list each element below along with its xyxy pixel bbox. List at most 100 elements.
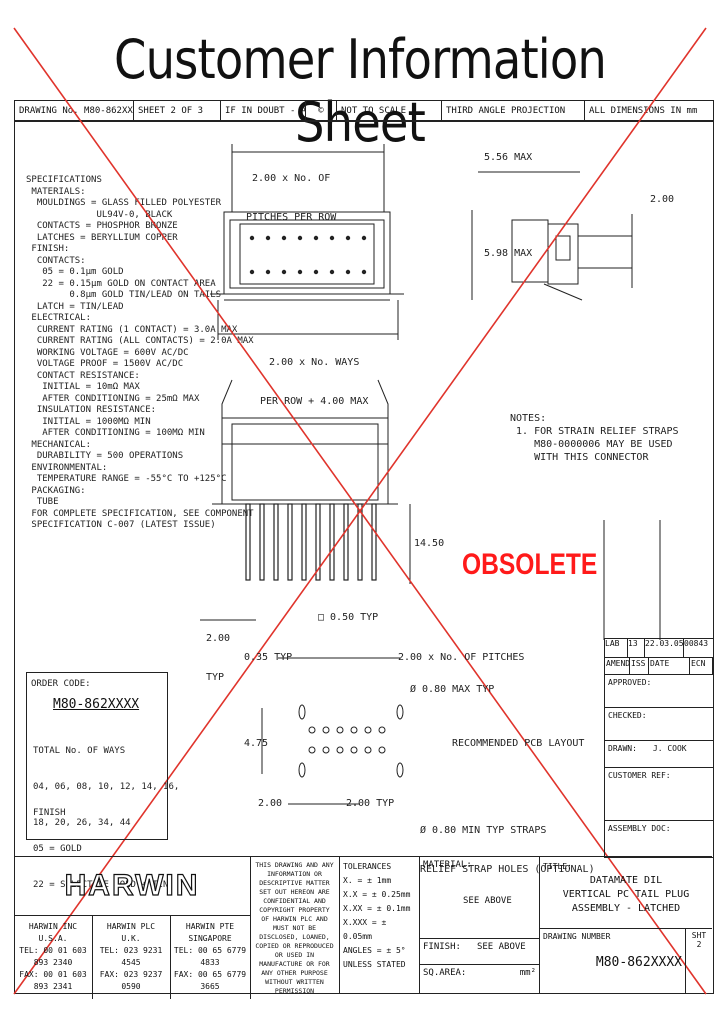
office-sg-fax: FAX: 00 65 6779 3665 [173,970,247,991]
spec-line: 05 = 0.1μm GOLD [26,267,124,277]
tolerances-label: TOLERANCES [343,862,392,871]
revision-col-header: ECN [690,658,713,674]
sq-area-label: SQ.AREA: [423,968,467,978]
spec-line: VOLTAGE PROOF = 1500V AC/DC [26,359,184,369]
specification-list: SPECIFICATIONS MATERIALS: MOULDINGS = GL… [26,152,254,543]
dim-typ-label: TYP [206,672,225,683]
ways-line1: 04, 06, 08, 10, 12, 14, 16, [33,782,180,792]
finish-05: 05 = GOLD [33,844,82,854]
contact-dot [345,235,351,241]
strap-holes-line2: RELIEF STRAP HOLES (OPTIONAL) [420,864,595,875]
pcb-hole [322,746,330,754]
pcb-hole [336,726,344,734]
contact-dot [265,269,271,275]
material-cell: MATERIAL: SEE ABOVE [420,857,540,939]
dim-width-bottom-line1: 2.00 x No. WAYS [269,357,360,368]
dim-475: 4.75 [244,738,269,749]
title-label: TITLE: [543,862,572,871]
dim-200-left: 2.00 [258,798,283,809]
sheet-label: SHEET 2 OF 3 [134,101,221,121]
tolerance-4: X.XXX = ± 0.05mm [343,918,387,941]
ways-block: TOTAL No. OF WAYS 04, 06, 08, 10, 12, 14… [33,721,179,853]
dim-200-typ: 2.00 TYP [206,606,230,697]
order-code-label: ORDER CODE: [31,679,91,689]
dim-556-max: 5.56 MAX [484,152,533,163]
side-view [511,219,632,301]
finish-cell-value: SEE ABOVE [476,942,526,952]
projection-label: THIRD ANGLE PROJECTION [442,101,585,121]
finish-cell-label: FINISH: [423,942,461,952]
disclaimer: THIS DRAWING AND ANY INFORMATION OR DESC… [250,857,340,995]
dim-080-max: Ø 0.80 MAX TYP [410,684,495,695]
spec-line: SPECIFICATIONS [26,175,102,185]
dim-pitches-top-line2: PITCHES PER ROW [246,212,337,223]
dim-pitches-pcb: 2.00 x No. OF PITCHES [398,652,525,663]
contact-dot [345,269,351,275]
strap-hole [298,704,306,720]
brand-cell: HARWIN [14,857,251,916]
spec-line: UL94V-0, BLACK [26,209,173,220]
dim-200-right: 2.00 TYP [346,798,395,809]
finish-label: FINISH [33,808,66,818]
tolerance-3: X.XX = ± 0.1mm [343,904,411,913]
spec-line: LATCHES = BERYLLIUM COPPER [26,232,178,243]
header-strip: DRAWING No. M80-862XXXX SHEET 2 OF 3 IF … [14,100,714,122]
office-usa-country: U.S.A. [38,934,68,943]
revision-col-header: DATE [649,658,690,674]
order-code-box: ORDER CODE: M80-862XXXX TOTAL No. OF WAY… [26,672,179,890]
dim-width-bottom: 2.00 x No. WAYS PER ROW + 4.00 MAX [260,330,368,421]
spec-line: AFTER CONDITIONING = 100MΩ MIN [26,428,205,438]
title-block: HARWIN HARWIN INC U.S.A. TEL: 00 01 603 … [14,856,712,999]
tolerance-1: X. = ± 1mm [343,876,392,885]
approved-label: APPROVED: [605,675,713,708]
drawn-by: J. COOK [652,744,687,753]
drawing-frame [14,120,714,994]
title-cell: TITLE: DATAMATE DIL VERTICAL PC TAIL PLU… [540,857,712,929]
revision-date: 22.03.05 [645,639,684,657]
dim-035-typ: 0.35 TYP [244,652,293,663]
spec-line: SPECIFICATION C-007 (LATEST ISSUE) [26,520,216,530]
ways-label: TOTAL No. OF WAYS [33,746,126,756]
tolerances: TOLERANCES X. = ± 1mm X.X = ± 0.25mm X.X… [340,857,420,993]
spec-line: DURABILITY = 500 OPERATIONS [26,451,184,461]
revision-ecn: 00843 [684,639,709,648]
tolerance-2: X.X = ± 0.25mm [343,890,411,899]
spec-line: WORKING VOLTAGE = 600V AC/DC [26,347,189,358]
pin-tail [245,503,251,581]
spec-line: MATERIALS: [26,186,86,197]
tolerance-angles: ANGLES = ± 5° [343,946,406,955]
ways-line2: 18, 20, 26, 34, 44 [33,818,131,828]
spec-line: MECHANICAL: [26,439,92,450]
spec-line: CONTACT RESISTANCE: [26,370,140,381]
pin-tail [357,503,363,581]
office-usa-tel: TEL: 00 01 603 893 2340 [19,946,87,967]
revision-col-header: ISS [630,658,649,674]
dim-1450: 14.50 [414,538,445,549]
pcb-hole [378,726,386,734]
finish-22: 22 = SELECTIVE GOLD + TIN [33,880,169,890]
revision-row: LAB 13 22.03.05 00843 [605,639,713,658]
spec-line: 0.8μm GOLD TIN/LEAD ON TAILS [26,290,222,300]
strap-hole [396,762,404,778]
office-uk: HARWIN PLC U.K. TEL: 023 9231 4545 FAX: … [92,915,171,999]
title-line2: VERTICAL PC TAIL PLUG [562,889,690,900]
strap-hole [298,762,306,778]
material-value: SEE ABOVE [463,896,512,906]
if-in-doubt-label: IF IN DOUBT - ASK [221,101,306,121]
office-uk-fax: FAX: 023 9237 0590 [99,970,163,991]
pin-tail [343,503,349,581]
contact-dot [313,269,319,275]
office-uk-country: U.K. [121,934,141,943]
pin-tail [301,503,307,581]
office-sg-name: HARWIN PTE [185,922,235,931]
dim-pitches-top: 2.00 x No. OF PITCHES PER ROW [246,146,336,237]
sheet-cell-label: SHT [691,931,707,940]
notes: NOTES: 1. FOR STRAIN RELIEF STRAPS M80-0… [510,413,679,463]
pcb-hole [364,746,372,754]
pin-tail [273,503,279,581]
title-line3: ASSEMBLY - LATCHED [571,903,681,914]
pcb-hole [350,746,358,754]
dim-598-max: 5.98 MAX [484,248,533,259]
